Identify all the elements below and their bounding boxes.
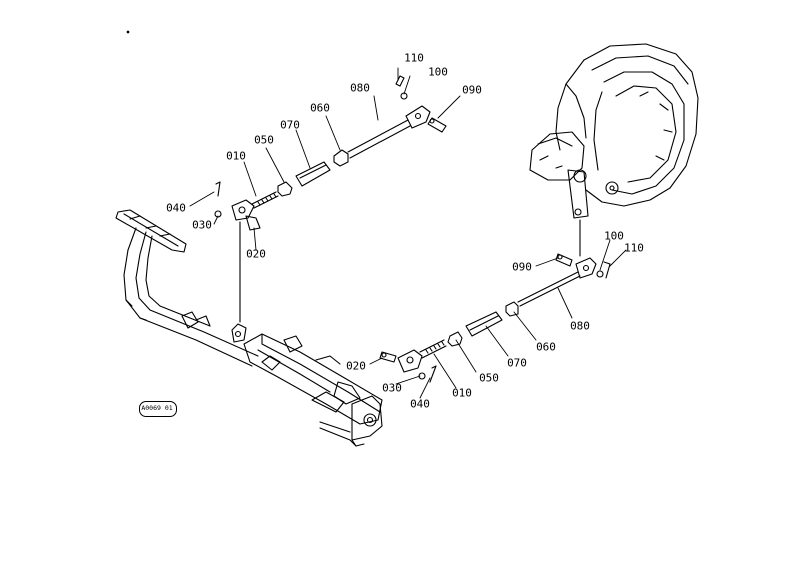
label-top-030: 030 bbox=[192, 218, 212, 232]
figure-code-oval bbox=[139, 401, 177, 417]
label-top-020: 020 bbox=[246, 247, 266, 261]
label-top-080: 080 bbox=[350, 81, 370, 95]
figure-code: A0069 01 bbox=[141, 404, 173, 412]
label-top-110: 110 bbox=[404, 51, 424, 65]
label-bottom-100: 100 bbox=[604, 229, 624, 243]
label-bottom-010: 010 bbox=[452, 386, 472, 400]
label-bottom-080: 080 bbox=[570, 319, 590, 333]
label-bottom-070: 070 bbox=[507, 356, 527, 370]
label-top-050: 050 bbox=[254, 133, 274, 147]
brake-pedal-assembly bbox=[116, 210, 382, 446]
label-bottom-090: 090 bbox=[512, 260, 532, 274]
brake-housing bbox=[530, 44, 698, 218]
connector-lines bbox=[240, 220, 580, 322]
label-bottom-060: 060 bbox=[536, 340, 556, 354]
label-top-010: 010 bbox=[226, 149, 246, 163]
label-bottom-110: 110 bbox=[624, 241, 644, 255]
label-top-070: 070 bbox=[280, 118, 300, 132]
label-top-090: 090 bbox=[462, 83, 482, 97]
label-top-100: 100 bbox=[428, 65, 448, 79]
label-top-040: 040 bbox=[166, 201, 186, 215]
upper-rod-assembly bbox=[215, 76, 446, 230]
label-bottom-050: 050 bbox=[479, 371, 499, 385]
label-bottom-040: 040 bbox=[410, 397, 430, 411]
label-bottom-030: 030 bbox=[382, 381, 402, 395]
stray-dot bbox=[127, 31, 129, 33]
leader-lines bbox=[190, 68, 626, 398]
label-top-060: 060 bbox=[310, 101, 330, 115]
lower-rod-assembly bbox=[380, 254, 610, 382]
label-bottom-020: 020 bbox=[346, 359, 366, 373]
